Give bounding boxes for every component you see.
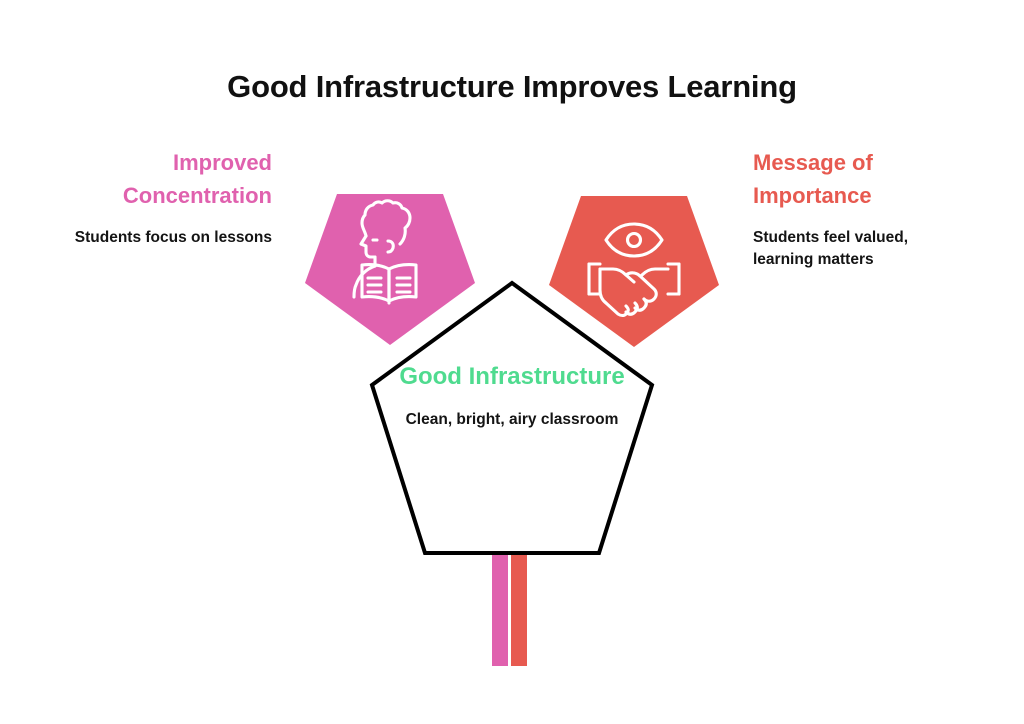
right-body: Students feel valued, learning matters: [753, 228, 909, 268]
center-body: Clean, bright, airy classroom: [405, 411, 619, 429]
left-heading: Improved Concentration: [122, 150, 272, 209]
center-heading: Good Infrastructure: [399, 363, 625, 390]
pink-stem-bar: [492, 548, 508, 666]
node-left-label: Improved Concentration Students focus on…: [62, 146, 272, 249]
eye-over-handshake-icon: [587, 222, 681, 318]
person-reading-book-icon: [352, 199, 418, 305]
node-right-shape[interactable]: [549, 196, 719, 347]
node-left-shape[interactable]: [305, 194, 475, 345]
node-center-text: Good Infrastructure Clean, bright, airy …: [392, 360, 632, 431]
left-body: Students focus on lessons: [74, 228, 272, 246]
right-heading: Message of Importance: [753, 150, 873, 209]
center-pentagon[interactable]: [369, 280, 655, 555]
node-right-label: Message of Importance Students feel valu…: [753, 146, 963, 271]
red-stem-bar: [511, 548, 527, 666]
page-title: Good Infrastructure Improves Learning: [227, 69, 797, 104]
